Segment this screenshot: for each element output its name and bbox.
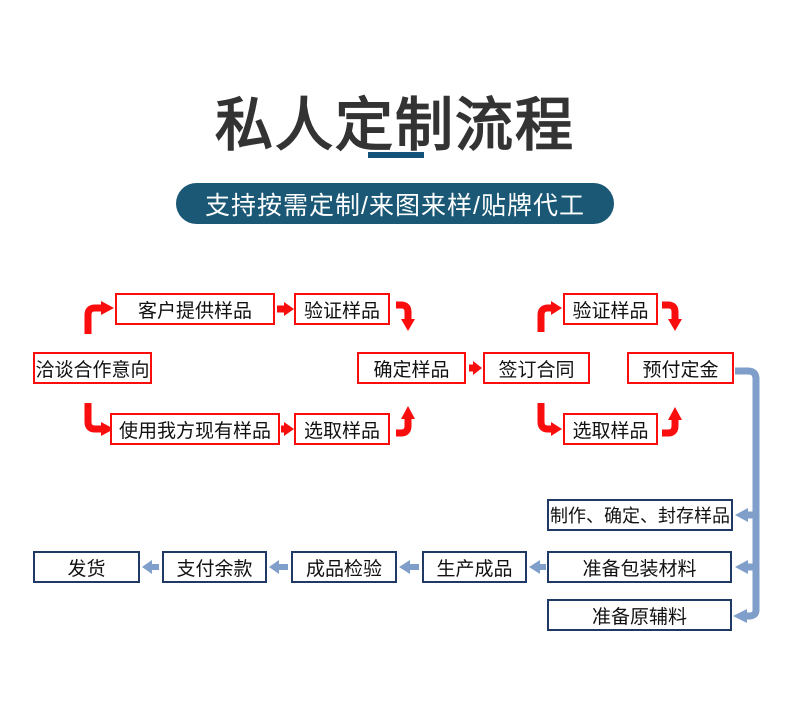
- arrow-sign-to-pick2-icon: [537, 403, 562, 436]
- arrow-verify1-to-confirm-icon: [396, 301, 415, 331]
- node-verify-sample-2: 验证样品: [563, 293, 658, 325]
- arrow-customer-sample-to-verify1-icon: [277, 302, 294, 316]
- subtitle-banner: 支持按需定制/来图来样/贴牌代工: [176, 183, 614, 224]
- arrow-pick2-to-prepay-icon: [662, 407, 682, 437]
- arrow-pick1-to-confirm-icon: [396, 406, 415, 437]
- red-arrows-group: [84, 301, 682, 437]
- node-make-seal-sample: 制作、确定、封存样品: [547, 499, 733, 531]
- arrow-inspect-to-pay-icon: [269, 560, 288, 574]
- arrow-pay-to-ship-icon: [142, 560, 159, 574]
- node-prepay-deposit: 预付定金: [627, 352, 734, 384]
- arrow-into-make-seal-icon: [735, 508, 756, 522]
- node-negotiate: 洽谈合作意向: [33, 352, 152, 384]
- node-sign-contract: 签订合同: [483, 352, 590, 384]
- node-customer-sample: 客户提供样品: [115, 293, 275, 325]
- node-verify-sample-1: 验证样品: [294, 293, 390, 325]
- arrow-negotiate-to-use-our-sample-icon: [84, 403, 114, 436]
- arrow-packaging-to-produce-icon: [529, 560, 546, 574]
- node-pick-sample-2: 选取样品: [563, 413, 658, 445]
- arrow-into-prepare-packaging-icon: [735, 560, 756, 574]
- subtitle-banner-label: 支持按需定制/来图来样/贴牌代工: [205, 191, 585, 220]
- node-prepare-packaging: 准备包装材料: [547, 551, 732, 583]
- arrow-use-our-sample-to-pick1-icon: [281, 422, 294, 436]
- node-inspect-product: 成品检验: [291, 551, 397, 583]
- arrow-negotiate-to-customer-sample-icon: [84, 301, 114, 334]
- node-ship: 发货: [33, 551, 140, 583]
- title-underline: [368, 152, 424, 158]
- arrow-confirm-to-sign-icon: [469, 361, 482, 375]
- node-pick-sample-1: 选取样品: [294, 413, 390, 445]
- node-prepare-raw: 准备原辅料: [547, 599, 732, 631]
- node-confirm-sample: 确定样品: [357, 352, 466, 384]
- node-produce-product: 生产成品: [422, 551, 527, 583]
- page-title: 私人定制流程: [214, 93, 575, 158]
- node-use-our-sample: 使用我方现有样品: [110, 413, 280, 445]
- blue-arrows-group: [142, 367, 760, 623]
- connector-prepay-down-icon: [733, 367, 760, 623]
- arrow-verify2-to-prepay-icon: [662, 301, 682, 331]
- arrow-sign-to-verify2-icon: [537, 301, 562, 332]
- arrow-produce-to-inspect-icon: [399, 560, 419, 574]
- node-pay-balance: 支付余款: [162, 551, 267, 583]
